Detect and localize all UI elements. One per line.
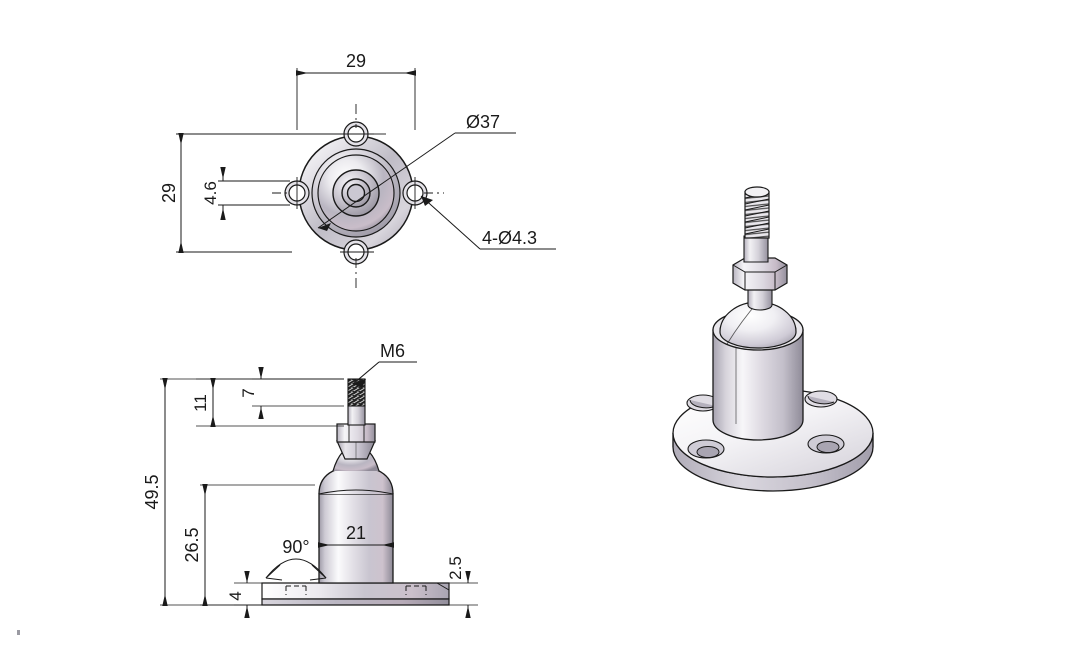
dimension-body-diameter: 21 [318,523,394,548]
dim-label-49-5: 49.5 [142,474,162,509]
dim-label-m6: M6 [380,341,405,361]
dim-label-29-width: 29 [346,51,366,71]
iso-neck [747,287,773,311]
hidden-hole-lines [285,585,427,595]
isometric-view [672,186,874,492]
iso-hole-back-right [804,390,838,408]
front-view: M6 49.5 26.5 11 7 [142,341,478,618]
dim-label-7: 7 [239,388,258,397]
callout-m6: M6 [352,341,417,388]
dimension-thread-length: 7 [239,367,344,419]
dimension-top-height: 29 [159,133,292,253]
iso-shank [743,235,769,263]
top-view: 29 29 4.6 Ø37 4-Ø4.3 [159,51,556,288]
stud-circle [346,183,366,203]
iso-hole-front-right [807,434,845,454]
sheet-artifact-dot [17,630,20,635]
dim-label-4-dia-4-3: 4-Ø4.3 [482,228,537,248]
callout-outer-diameter: Ø37 [317,112,516,231]
dim-label-11: 11 [191,394,210,412]
stud-shank [347,404,366,426]
dimension-top-width: 29 [296,51,416,130]
iso-hex-collar [732,257,788,291]
dim-label-dia-37: Ø37 [466,112,500,132]
dim-label-4-6: 4.6 [201,181,220,205]
dimension-plate-left-thickness: 4 [226,571,262,618]
dimension-cone-angle: 90° [265,537,327,581]
dim-label-4: 4 [226,591,245,600]
dimension-body-height: 26.5 [182,484,315,606]
hex-collar [336,423,376,443]
dimension-hole-offset: 4.6 [201,167,290,220]
dimension-plate-right-thickness: 2.5 [443,556,478,618]
dim-label-29-height: 29 [159,183,179,203]
base-plate [261,582,450,606]
callout-bolt-holes: 4-Ø4.3 [420,195,556,250]
dim-label-90deg: 90° [282,537,309,557]
dim-label-2-5: 2.5 [446,556,465,580]
iso-hole-front-left [687,439,725,459]
dim-label-21: 21 [346,523,366,543]
iso-m6-thread [744,186,770,239]
dim-label-26-5: 26.5 [182,527,202,562]
